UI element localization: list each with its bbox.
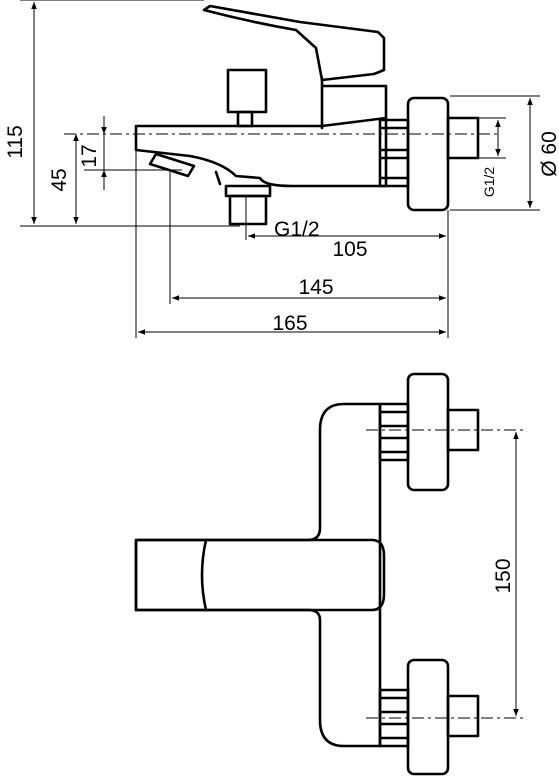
flange-diameter-label: Ø 60 (538, 131, 559, 177)
dim-105: 105 (332, 238, 367, 261)
dim-150: 150 (492, 558, 515, 593)
inlet-connector-bottom (446, 694, 480, 738)
mixer-bar (134, 402, 382, 748)
inlet-connector-top (446, 408, 480, 452)
top-view: 150 (134, 372, 524, 776)
diverter-knob (226, 68, 268, 114)
outlet-connector (224, 184, 272, 198)
aerator (148, 152, 196, 178)
diverter-stem (236, 110, 254, 128)
dim-17: 17 (78, 144, 101, 167)
thread-inlet-label: G1/2 (481, 167, 497, 198)
outlet-thread (228, 194, 268, 226)
lever-handle (202, 4, 386, 82)
cartridge-body (320, 76, 388, 130)
side-view: 115 45 17 G1/2 105 145 165 Ø 60 G1/2 (4, 0, 559, 338)
spout-body (134, 116, 388, 188)
wall-flange (406, 96, 450, 212)
dim-145: 145 (298, 276, 333, 299)
dim-165: 165 (272, 312, 307, 335)
inlet-connector (446, 116, 480, 160)
wall-flange-top (406, 372, 450, 492)
dim-45: 45 (48, 168, 71, 191)
dim-115: 115 (4, 125, 27, 158)
lever-top (134, 538, 386, 612)
hex-nut-top (378, 402, 410, 462)
hex-nut (378, 118, 410, 188)
wall-flange-bottom (406, 658, 450, 776)
thread-outlet-label: G1/2 (274, 218, 320, 241)
